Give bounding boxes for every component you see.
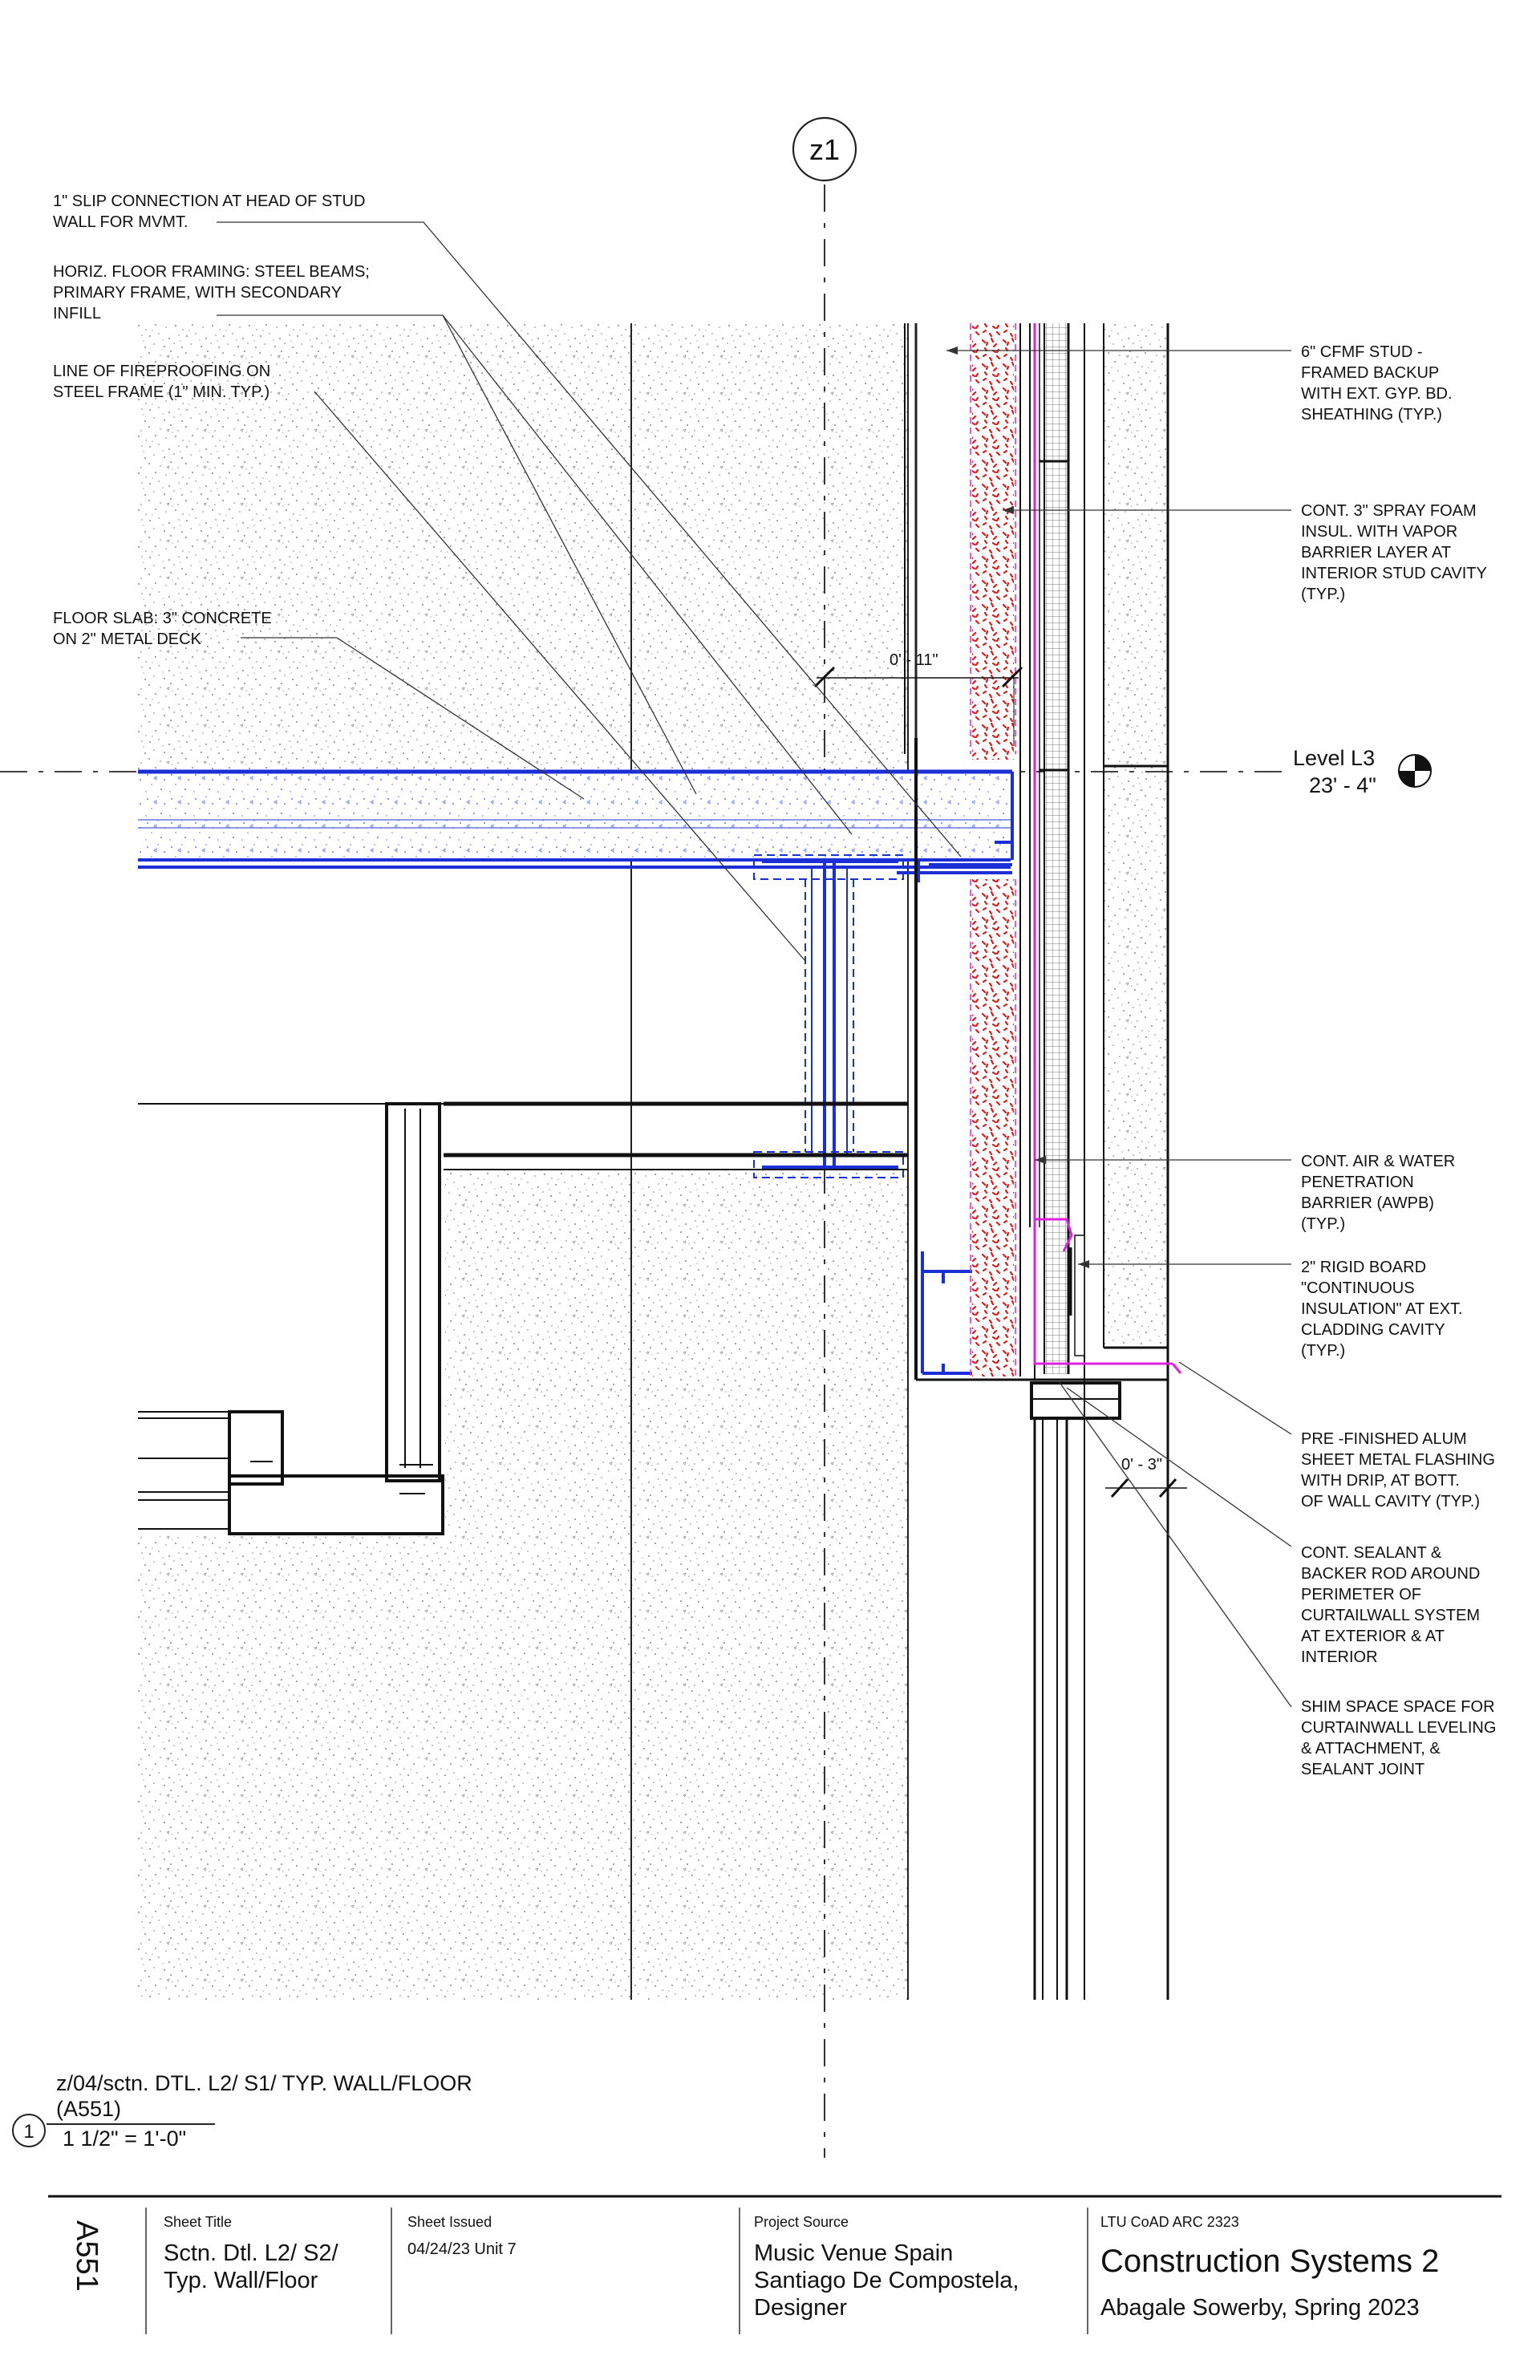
project-source-line1: Music Venue Spain [754, 2240, 953, 2266]
author: Abagale Sowerby, Spring 2023 [1100, 2295, 1420, 2321]
sheet-title-label: Sheet Title [164, 2214, 232, 2230]
exterior-cladding-field [1104, 323, 1168, 1346]
note-rigid-board: 2" RIGID BOARD "CONTINUOUS INSULATION" A… [1301, 1259, 1463, 1360]
note-cfmf-stud: 6" CFMF STUD - FRAMED BACKUP WITH EXT. G… [1301, 343, 1453, 424]
svg-text:FRAMED BACKUP: FRAMED BACKUP [1301, 364, 1439, 382]
interior-field-upper [138, 323, 908, 774]
sheet-issued-value: 04/24/23 Unit 7 [407, 2240, 517, 2258]
svg-text:INSUL. WITH VAPOR: INSUL. WITH VAPOR [1301, 523, 1457, 541]
note-spray-foam: CONT. 3" SPRAY FOAM INSUL. WITH VAPOR BA… [1301, 502, 1487, 603]
svg-text:BARRIER LAYER AT: BARRIER LAYER AT [1301, 544, 1451, 562]
level-name: Level L3 [1293, 746, 1375, 770]
note-floor-framing: HORIZ. FLOOR FRAMING: STEEL BEAMS; PRIMA… [53, 263, 370, 322]
svg-text:INFILL: INFILL [53, 305, 101, 322]
svg-text:INTERIOR STUD CAVITY: INTERIOR STUD CAVITY [1301, 565, 1487, 582]
curtainwall-sill [1030, 1381, 1121, 2000]
spray-foam-insulation [970, 323, 1016, 1377]
svg-text:OF WALL CAVITY (TYP.): OF WALL CAVITY (TYP.) [1301, 1493, 1480, 1510]
steel-beam [762, 860, 898, 1169]
svg-text:PRIMARY FRAME, WITH SECONDARY: PRIMARY FRAME, WITH SECONDARY [53, 284, 342, 302]
svg-text:PRE -FINISHED ALUM: PRE -FINISHED ALUM [1301, 1430, 1467, 1448]
note-awpb: CONT. AIR & WATER PENETRATION BARRIER (A… [1301, 1153, 1455, 1233]
view-title: 1 z/04/sctn. DTL. L2/ S1/ TYP. WALL/FLOO… [12, 2071, 472, 2151]
sheet-metal-flashing [1033, 1218, 1182, 1374]
dimension-bottom [1105, 1478, 1187, 1498]
view-number: 1 [23, 2121, 34, 2143]
svg-text:CURTAINWALL LEVELING: CURTAINWALL LEVELING [1301, 1719, 1496, 1737]
sheet-number: A551 [70, 2220, 103, 2292]
dimension-top-label: 0' - 11" [890, 651, 938, 669]
note-fireproofing: LINE OF FIREPROOFING ON STEEL FRAME (1" … [53, 363, 270, 401]
svg-text:(TYP.): (TYP.) [1301, 1215, 1345, 1233]
svg-text:WITH EXT. GYP. BD.: WITH EXT. GYP. BD. [1301, 385, 1453, 403]
svg-text:WALL FOR MVMT.: WALL FOR MVMT. [53, 213, 188, 231]
cladding-cavity [1084, 323, 1169, 2000]
svg-text:SEALANT JOINT: SEALANT JOINT [1301, 1761, 1424, 1778]
level-elevation: 23' - 4" [1309, 773, 1376, 797]
interior-field-lower [138, 1170, 908, 2000]
svg-text:ON 2" METAL DECK: ON 2" METAL DECK [53, 630, 202, 648]
svg-text:6" CFMF STUD -: 6" CFMF STUD - [1301, 343, 1423, 361]
svg-text:WITH DRIP, AT BOTT.: WITH DRIP, AT BOTT. [1301, 1472, 1460, 1490]
svg-text:(TYP.): (TYP.) [1301, 1342, 1345, 1360]
svg-text:AT EXTERIOR & AT: AT EXTERIOR & AT [1301, 1628, 1445, 1645]
note-sealant: CONT. SEALANT & BACKER ROD AROUND PERIME… [1301, 1544, 1480, 1666]
view-scale: 1 1/2" = 1'-0" [63, 2127, 186, 2151]
grid-line-z1: z1 [792, 116, 857, 2158]
svg-text:STEEL FRAME (1" MIN. TYP.): STEEL FRAME (1" MIN. TYP.) [53, 383, 270, 401]
svg-text:CLADDING CAVITY: CLADDING CAVITY [1301, 1321, 1445, 1339]
project-source-line3: Designer [754, 2295, 847, 2321]
svg-text:(TYP.): (TYP.) [1301, 586, 1345, 603]
leader-arrows [946, 347, 1089, 1268]
course-title: Construction Systems 2 [1100, 2244, 1439, 2279]
svg-text:LINE OF FIREPROOFING ON: LINE OF FIREPROOFING ON [53, 363, 270, 380]
svg-text:CURTAILWALL SYSTEM: CURTAILWALL SYSTEM [1301, 1607, 1480, 1624]
svg-text:SHEET METAL FLASHING: SHEET METAL FLASHING [1301, 1451, 1495, 1469]
sheet-title-line1: Sctn. Dtl. L2/ S2/ [164, 2240, 339, 2266]
grid-bubble [792, 116, 857, 182]
svg-text:INSULATION" AT EXT.: INSULATION" AT EXT. [1301, 1300, 1463, 1318]
level-marker [1398, 754, 1432, 788]
svg-text:FLOOR SLAB: 3" CONCRETE: FLOOR SLAB: 3" CONCRETE [53, 610, 272, 627]
svg-text:1" SLIP CONNECTION AT HEAD OF: 1" SLIP CONNECTION AT HEAD OF STUD [53, 193, 365, 210]
cfmf-stud [1040, 323, 1070, 1374]
svg-text:PERIMETER OF: PERIMETER OF [1301, 1586, 1421, 1604]
project-source-label: Project Source [754, 2214, 849, 2230]
note-shim-space: SHIM SPACE SPACE FOR CURTAINWALL LEVELIN… [1301, 1698, 1496, 1778]
view-title-line1: z/04/sctn. DTL. L2/ S1/ TYP. WALL/FLOOR [56, 2071, 472, 2095]
course-code: LTU CoAD ARC 2323 [1100, 2214, 1239, 2230]
svg-text:HORIZ. FLOOR FRAMING: STEEL BE: HORIZ. FLOOR FRAMING: STEEL BEAMS; [53, 263, 370, 281]
spandrel-framing [138, 1101, 908, 1535]
note-floor-slab: FLOOR SLAB: 3" CONCRETE ON 2" METAL DECK [53, 610, 272, 648]
rigid-board-insulation [1069, 1235, 1085, 1356]
dimension-bottom-label: 0' - 3" [1121, 1456, 1162, 1474]
svg-text:& ATTACHMENT, &: & ATTACHMENT, & [1301, 1740, 1441, 1758]
note-flashing: PRE -FINISHED ALUM SHEET METAL FLASHING … [1301, 1430, 1495, 1510]
fireproofing-line [753, 854, 904, 1178]
leader-lines [217, 221, 1292, 1708]
dimension-top [813, 666, 1023, 746]
svg-text:SHIM SPACE SPACE FOR: SHIM SPACE SPACE FOR [1301, 1698, 1495, 1716]
svg-text:CONT. AIR & WATER: CONT. AIR & WATER [1301, 1153, 1455, 1170]
view-number-bubble [12, 2114, 46, 2147]
svg-text:BACKER ROD AROUND: BACKER ROD AROUND [1301, 1565, 1480, 1583]
svg-text:SHEATHING (TYP.): SHEATHING (TYP.) [1301, 406, 1442, 424]
floor-slab [138, 769, 1014, 869]
svg-text:"CONTINUOUS: "CONTINUOUS [1301, 1279, 1415, 1297]
svg-text:PENETRATION: PENETRATION [1301, 1174, 1414, 1191]
sheet-issued-label: Sheet Issued [407, 2214, 492, 2230]
view-title-line2: (A551) [56, 2097, 121, 2121]
svg-text:2" RIGID BOARD: 2" RIGID BOARD [1301, 1259, 1426, 1276]
sheathing-and-awpb [1019, 323, 1040, 1377]
sheet-title-line2: Typ. Wall/Floor [164, 2268, 318, 2293]
note-slip-connection: 1" SLIP CONNECTION AT HEAD OF STUD WALL … [53, 193, 365, 231]
svg-text:INTERIOR: INTERIOR [1301, 1648, 1378, 1666]
grid-label: z1 [809, 133, 840, 166]
svg-text:CONT. SEALANT &: CONT. SEALANT & [1301, 1544, 1442, 1562]
project-source-line2: Santiago De Compostela, [754, 2268, 1019, 2293]
title-block: A551 Sheet Title Sctn. Dtl. L2/ S2/ Typ.… [48, 2195, 1502, 2334]
svg-text:BARRIER (AWPB): BARRIER (AWPB) [1301, 1194, 1434, 1212]
svg-text:CONT. 3" SPRAY FOAM: CONT. 3" SPRAY FOAM [1301, 502, 1477, 520]
